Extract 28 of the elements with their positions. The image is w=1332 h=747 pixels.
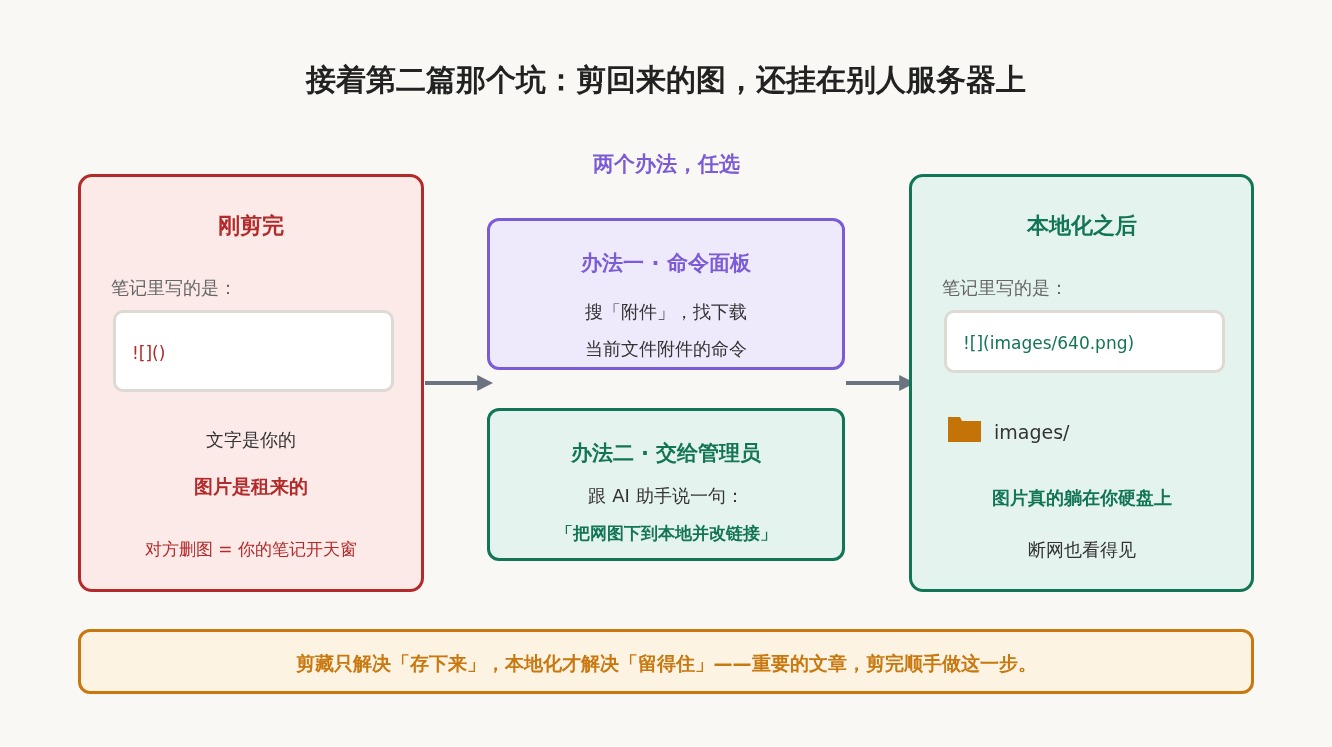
highlight-text: 图片是租来的 bbox=[193, 474, 309, 499]
body-text: 断网也看得见 bbox=[1026, 538, 1137, 562]
panel bbox=[78, 174, 424, 592]
method-description: 搜「附件」，找下载当前文件附件的命令 bbox=[584, 300, 748, 361]
panel bbox=[909, 174, 1254, 592]
folder-name: images/ bbox=[994, 420, 1071, 445]
highlight-text: 图片真的躺在你硬盘上 bbox=[990, 486, 1173, 510]
code-box bbox=[944, 310, 1225, 373]
summary-banner bbox=[78, 629, 1254, 694]
warning-text: 对方删图 = 你的笔记开天窗 bbox=[143, 538, 359, 561]
method-box bbox=[487, 218, 845, 370]
section-heading: 两个办法，任选 bbox=[591, 151, 741, 178]
quote-text: 「把网图下到本地并改链接」 bbox=[554, 522, 778, 545]
method-box bbox=[487, 408, 845, 561]
method-title: 办法一 · 命令面板 bbox=[580, 250, 752, 277]
body-text: 文字是你的 bbox=[205, 428, 297, 452]
panel-title: 刚剪完 bbox=[217, 212, 285, 240]
note-label: 笔记里写的是： bbox=[111, 276, 238, 300]
note-label: 笔记里写的是： bbox=[942, 276, 1069, 300]
link-text: ![](images/640.png) bbox=[963, 332, 1136, 355]
panel-title: 本地化之后 bbox=[1025, 212, 1138, 240]
method-title: 办法二 · 交给管理员 bbox=[569, 440, 763, 467]
link-text: ![]() bbox=[132, 342, 167, 365]
method-description: 跟 AI 助手说一句： bbox=[587, 484, 745, 508]
arrow bbox=[425, 375, 494, 391]
code-box bbox=[113, 310, 394, 392]
diagram-title: 接着第二篇那个坑：剪回来的图，还挂在别人服务器上 bbox=[304, 61, 1027, 99]
summary-text: 剪藏只解决「存下来」，本地化才解决「留得住」——重要的文章，剪完顺手做这一步。 bbox=[294, 651, 1038, 676]
